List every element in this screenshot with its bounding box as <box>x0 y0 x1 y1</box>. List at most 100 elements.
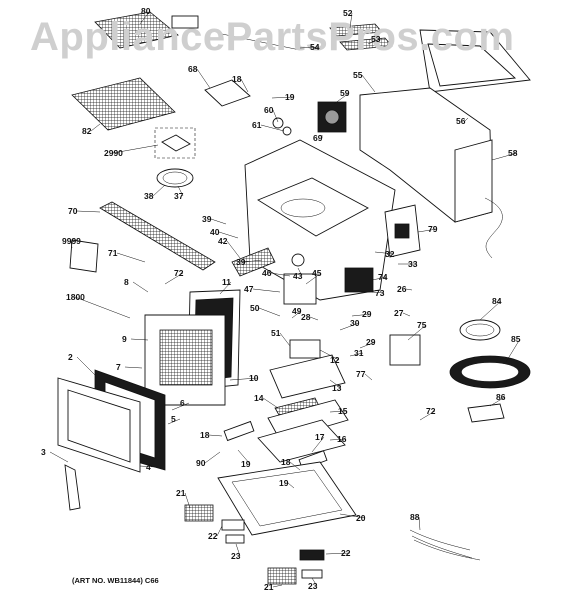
callout-2990: 2990 <box>104 144 159 158</box>
callout-number: 9 <box>122 334 127 344</box>
callout-leader <box>240 78 249 93</box>
callout-number: 49 <box>292 306 302 316</box>
callout-number: 69 <box>313 133 323 143</box>
part-57-cord <box>484 197 503 259</box>
callout-72: 72 <box>419 406 436 421</box>
callout-number: 68 <box>188 64 198 74</box>
callout-number: 59 <box>340 88 350 98</box>
callout-8: 8 <box>124 277 149 293</box>
callout-leader <box>329 410 348 413</box>
callout-32: 32 <box>374 249 395 259</box>
callout-number: 21 <box>176 488 186 498</box>
callout-number: 71 <box>108 248 118 258</box>
callout-47: 47 <box>244 284 281 294</box>
callout-leader <box>139 465 156 468</box>
callout-leader <box>237 449 251 465</box>
callout-28: 28 <box>301 312 319 322</box>
callout-number: 37 <box>174 191 184 201</box>
roller-ring-inner <box>465 323 495 337</box>
part-23-clip-upper <box>225 534 245 544</box>
callout-leader <box>305 272 322 285</box>
callout-number: 9999 <box>62 236 81 246</box>
callout-leader <box>90 123 101 132</box>
callout-31: 31 <box>349 348 364 358</box>
callout-80: 80 <box>139 6 151 25</box>
callout-2: 2 <box>68 352 97 377</box>
callout-number: 31 <box>354 348 364 358</box>
callout-leader <box>349 352 364 357</box>
callout-leader <box>271 96 295 99</box>
callout-number: 84 <box>492 296 502 306</box>
callout-leader <box>364 373 373 381</box>
callout-leader <box>339 322 360 331</box>
callout-leader <box>291 310 302 319</box>
callout-leader <box>339 513 366 519</box>
callout-21: 21 <box>264 582 283 592</box>
part-21-filter-upper <box>184 504 214 522</box>
callout-leader <box>235 543 241 557</box>
callout-number: 18 <box>200 430 210 440</box>
callout-number: 75 <box>417 320 427 330</box>
callout-52: 52 <box>343 8 353 29</box>
part-3-handle <box>64 464 81 511</box>
part-68-cover <box>204 79 251 107</box>
callout-number: 2990 <box>104 148 123 158</box>
part-4-frame-opening <box>67 389 131 463</box>
callout-leader <box>226 240 241 259</box>
part-43-fuse <box>291 253 305 267</box>
callout-number: 8 <box>124 277 129 287</box>
callout-68: 68 <box>188 64 211 89</box>
callout-number: 40 <box>210 227 220 237</box>
callout-leader <box>196 68 211 89</box>
callout-22: 22 <box>208 525 223 541</box>
callout-leader <box>329 379 342 389</box>
callout-leader <box>204 451 221 464</box>
part-20-bottom <box>217 461 357 536</box>
callout-leader <box>70 240 73 249</box>
callout-86: 86 <box>489 392 506 407</box>
callout-number: 33 <box>408 259 418 269</box>
callout-85: 85 <box>505 334 521 363</box>
callout-number: 55 <box>353 70 363 80</box>
callout-leader <box>371 276 388 281</box>
callout-leader <box>289 461 301 471</box>
callout-leader <box>272 109 279 123</box>
callout-33: 33 <box>398 259 418 269</box>
callout-39: 39 <box>236 257 263 267</box>
callout-number: 23 <box>231 551 241 561</box>
callout-leader <box>402 312 411 317</box>
callout-38: 38 <box>144 184 166 201</box>
callout-23: 23 <box>231 543 241 561</box>
callout-leader <box>371 291 385 294</box>
callout-number: 73 <box>375 288 385 298</box>
callout-74: 74 <box>371 272 388 282</box>
callout-number: 10 <box>249 373 259 383</box>
callout-leader <box>464 117 469 122</box>
callout-82: 82 <box>82 123 101 136</box>
callout-number: 22 <box>341 548 351 558</box>
part-52-rail <box>329 23 383 37</box>
bottom-inner-outline <box>231 469 343 527</box>
callout-leader <box>130 338 149 341</box>
callout-40: 40 <box>210 227 239 239</box>
part-shroud-inner <box>427 43 517 87</box>
part-12-switch <box>289 339 321 359</box>
callout-leader <box>309 316 319 321</box>
callout-leader <box>112 144 159 154</box>
callout-number: 32 <box>385 249 395 259</box>
callout-number: 27 <box>394 308 404 318</box>
callout-leader <box>333 92 350 105</box>
board-chip <box>394 223 410 239</box>
callout-number: 1800 <box>66 292 85 302</box>
callout-75: 75 <box>407 320 427 341</box>
callout-number: 19 <box>285 92 295 102</box>
callout-39: 39 <box>202 214 227 225</box>
callout-90: 90 <box>196 451 221 468</box>
callout-leader <box>258 307 281 317</box>
callout-leader <box>164 272 184 285</box>
callout-69: 69 <box>313 133 323 143</box>
callout-number: 47 <box>244 284 254 294</box>
callout-leader <box>491 152 518 161</box>
callout-number: 39 <box>202 214 212 224</box>
part-2990-group <box>154 127 196 159</box>
